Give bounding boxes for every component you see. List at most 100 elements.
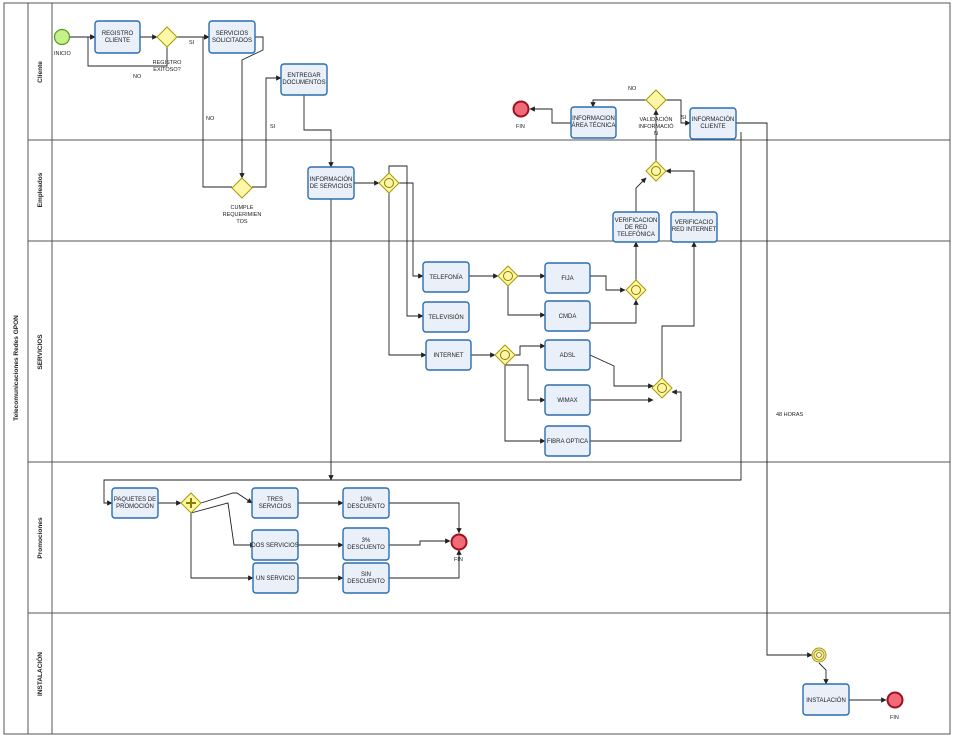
svg-text:DESCUENTO: DESCUENTO <box>347 504 385 510</box>
task-un-servicio[interactable]: UN SERVICIO <box>252 562 299 594</box>
flow-fibra-merge <box>590 389 682 442</box>
svg-text:SERVICIOS: SERVICIOS <box>216 31 249 37</box>
gateway-cumple-requerimientos: CUMPLE REQUERIMIEN TOS <box>223 177 262 225</box>
task-wimax[interactable]: WIMAX <box>544 384 591 416</box>
svg-text:DE RED: DE RED <box>625 225 648 231</box>
flow-gateway-no <box>87 34 168 67</box>
pool: Telecomunicaciones Redes GPON Cliente Em… <box>3 2 951 735</box>
svg-text:3%: 3% <box>362 538 371 544</box>
svg-text:DOS SERVICIOS: DOS SERVICIOS <box>251 543 298 549</box>
svg-text:10%: 10% <box>360 497 373 503</box>
flow-entregar-info <box>303 95 334 168</box>
task-cmda[interactable]: CMDA <box>544 300 591 332</box>
task-tres-servicios[interactable]: TRES SERVICIOS <box>251 487 299 519</box>
svg-text:DOCUMENTOS: DOCUMENTOS <box>282 80 325 86</box>
label-48-horas: 48 HORAS <box>776 412 804 418</box>
flow-vernet-gateway <box>665 168 695 212</box>
task-paquetes-promocion[interactable]: PAQUETES DE PROMOCIÓN <box>111 487 159 519</box>
flow-gw-adsl <box>515 343 546 356</box>
svg-text:ADSL: ADSL <box>560 353 576 359</box>
label-si-registro: SI <box>189 40 195 46</box>
gateway-validacion-label-1: VALIDACIÓN <box>640 116 673 123</box>
task-instalacion[interactable]: INSTALACIÓN <box>802 683 850 716</box>
gateway-registro-label-2: EXITOSO? <box>153 67 180 73</box>
flow-gateway-internet <box>388 193 427 358</box>
flow-cliente-paquetes <box>103 132 742 506</box>
task-informacion-area-tecnica[interactable]: INFORMACION ÁREA TÉCNICA <box>570 106 617 139</box>
svg-text:INTERNET: INTERNET <box>434 353 464 359</box>
start-event <box>53 28 71 46</box>
flow-gateway-television <box>388 165 424 319</box>
task-verificacion-red-telefonica[interactable]: VERIFICACION DE RED TELEFÓNICA <box>612 211 660 243</box>
gateway-cumple-label-3: TOS <box>236 219 248 225</box>
end-event-instalacion <box>886 691 904 709</box>
lane-label-instalacion: INSTALACIÓN <box>35 652 44 696</box>
task-informacion-servicios[interactable]: INFORMACIÓN DE SERVICIOS <box>307 166 355 200</box>
svg-text:CMDA: CMDA <box>559 314 577 320</box>
gateway-registro-exitoso: REGISTRO EXITOSO? <box>153 26 182 73</box>
svg-text:INFORMACION: INFORMACION <box>572 116 615 122</box>
flow-cumple-si <box>252 75 282 188</box>
task-fibra-optica[interactable]: FIBRA OPTICA <box>544 425 591 457</box>
end-event-tecnica <box>512 100 530 118</box>
task-10-descuento[interactable]: 10% DESCUENTO <box>342 487 390 519</box>
end-event-tecnica-label: FIN <box>516 124 525 130</box>
gateways: REGISTRO EXITOSO? CUMPLE REQUERIMIEN TOS <box>153 26 674 514</box>
task-3-descuento[interactable]: 3% DESCUENTO <box>342 527 390 561</box>
task-internet[interactable]: INTERNET <box>425 339 472 371</box>
lane-label-servicios: SERVICIOS <box>37 334 44 370</box>
svg-text:FIJA: FIJA <box>561 276 573 282</box>
flow-vertel-gateway <box>635 177 647 212</box>
flow-adsl-merge <box>589 354 654 389</box>
label-no-cumple: NO <box>206 116 215 122</box>
flow-gw-fibra <box>504 365 546 444</box>
svg-text:INFORMACIÓN: INFORMACIÓN <box>692 116 735 123</box>
task-adsl[interactable]: ADSL <box>544 339 591 371</box>
task-informacion-cliente[interactable]: INFORMACIÓN CLIENTE <box>689 107 737 140</box>
task-dos-servicios[interactable]: DOS SERVICIOS <box>251 529 299 561</box>
task-verificacion-red-internet[interactable]: VERIFICACIO RED INTERNET <box>670 211 718 243</box>
flow-gw-cmda <box>507 286 546 318</box>
task-registro-cliente[interactable]: REGISTRO CLIENTE <box>94 20 141 54</box>
task-telefonia[interactable]: TELEFONÍA <box>422 261 470 293</box>
flow-validacion-no <box>590 99 646 108</box>
svg-text:VERIFICACIO: VERIFICACIO <box>675 220 714 226</box>
svg-text:DESCUENTO: DESCUENTO <box>347 545 385 551</box>
svg-text:VERIFICACION: VERIFICACION <box>615 218 658 224</box>
lane-label-promociones: Promociones <box>37 517 44 559</box>
task-servicios-solicitados[interactable]: SERVICIOS SOLICITADOS <box>208 20 256 54</box>
flow-gateway-telefonia <box>399 182 424 279</box>
svg-text:ENTREGAR: ENTREGAR <box>287 73 321 79</box>
task-fija[interactable]: FIJA <box>544 262 591 294</box>
label-si-validacion: SI <box>681 115 687 121</box>
gateway-cumple-label-1: CUMPLE <box>231 205 254 211</box>
label-si-cumple: SI <box>270 124 276 130</box>
lane-label-empleados: Empleados <box>37 172 44 207</box>
gateway-merge-verificacion <box>645 160 667 182</box>
flow-gw-tres <box>200 492 253 504</box>
svg-text:TELEFÓNICA: TELEFÓNICA <box>617 231 655 238</box>
flow-merge-verificacion-net <box>661 241 697 378</box>
label-no-validacion: NO <box>628 86 637 92</box>
svg-text:RED INTERNET: RED INTERNET <box>672 227 717 233</box>
flow-3-fin <box>389 538 451 546</box>
svg-text:SIN: SIN <box>361 572 371 578</box>
events: INICIO FIN FIN FIN <box>53 28 904 721</box>
task-entregar-documentos[interactable]: ENTREGAR DOCUMENTOS <box>280 63 328 96</box>
gateway-validacion-label-2: INFORMACIÓ <box>638 123 674 130</box>
svg-text:FIBRA OPTICA: FIBRA OPTICA <box>547 439 588 445</box>
lane-label-cliente: Cliente <box>37 61 44 83</box>
label-no-registro: NO <box>133 74 142 80</box>
flow-servicios-cumple <box>239 36 264 179</box>
task-television[interactable]: TELEVISIÓN <box>422 301 470 333</box>
task-sin-descuento[interactable]: SIN DESCUENTO <box>342 562 390 594</box>
tasks: REGISTRO CLIENTE SERVICIOS SOLICITADOS E… <box>94 20 850 716</box>
flow-validacion-si <box>666 99 691 126</box>
gateway-cumple-label-2: REQUERIMIEN <box>223 212 262 218</box>
flow-fija-merge <box>590 275 626 293</box>
svg-text:TELEFONÍA: TELEFONÍA <box>429 274 462 281</box>
flow-cmda-merge <box>590 299 639 324</box>
flow-cliente-instalacion <box>736 122 813 658</box>
svg-text:INFORMACIÓN: INFORMACIÓN <box>310 176 353 183</box>
